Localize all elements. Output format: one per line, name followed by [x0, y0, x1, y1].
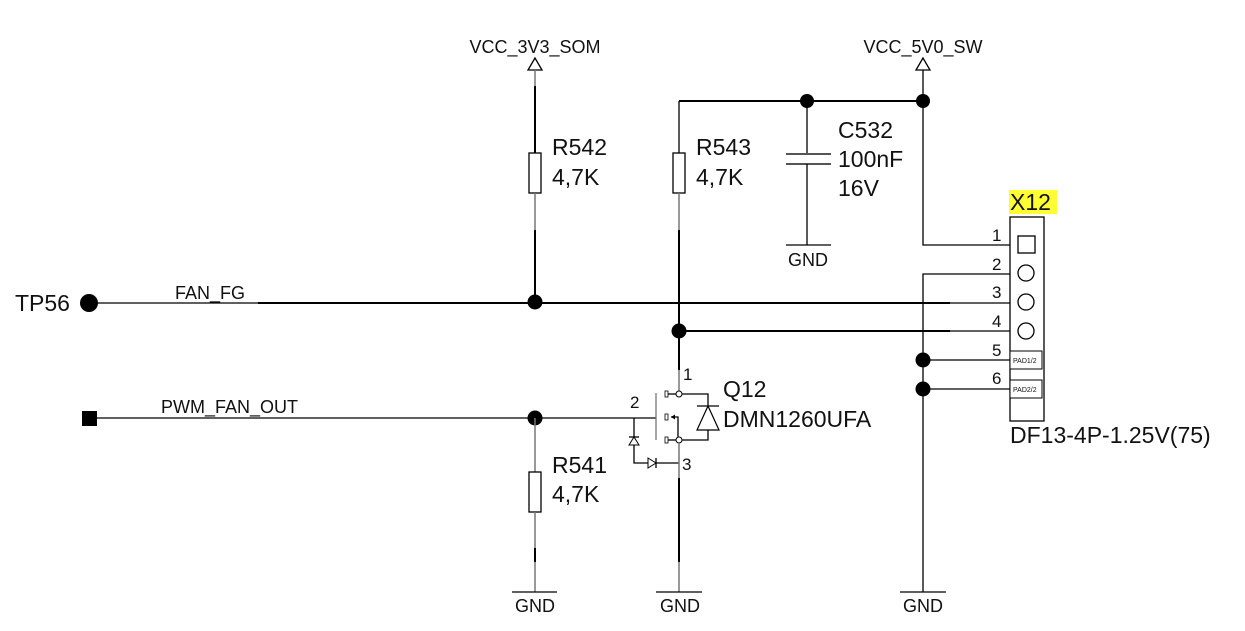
- vcc-5v0-power-symbol: VCC_5V0_SW: [863, 37, 983, 101]
- pin-square-icon: [1017, 235, 1036, 254]
- power-arrow-icon: [526, 56, 544, 71]
- resistor-r543[interactable]: R543 4,7K: [672, 101, 751, 370]
- resistor-r541[interactable]: GND R541 4,7K: [512, 418, 607, 616]
- vcc-3v3-power-symbol: VCC_3V3_SOM: [469, 37, 601, 86]
- junction-dot: [915, 381, 931, 397]
- connector-x12[interactable]: X12 PAD1/2 PAD2/2 1 2 3 4 5 6 DF13-4P-1.…: [992, 189, 1211, 448]
- x12-part: DF13-4P-1.25V(75): [1010, 422, 1211, 448]
- pin2-gnd-wire: [922, 273, 1010, 592]
- diode-icon: [696, 404, 720, 431]
- x12-ref: X12: [1010, 189, 1051, 215]
- pad1-label: PAD1/2: [1013, 358, 1037, 365]
- fan-fg-net-label: FAN_FG: [175, 283, 245, 304]
- mosfet-q12[interactable]: 1 2 3 GND Q12 DMN1260UFA: [628, 365, 872, 616]
- junction-dot: [527, 294, 543, 310]
- gnd-label: GND: [903, 596, 943, 616]
- diode-icon: [628, 436, 640, 446]
- pin-circle-icon: [1017, 264, 1035, 282]
- vcc-3v3-label: VCC_3V3_SOM: [469, 37, 600, 58]
- x12-pin1-label: 1: [992, 226, 1001, 245]
- c532-voltage: 16V: [838, 175, 880, 201]
- gnd-label: GND: [515, 596, 555, 616]
- junction-dot: [671, 323, 687, 339]
- x12-pin6-label: 6: [992, 369, 1001, 388]
- q12-pin2-label: 2: [630, 393, 639, 412]
- q12-ref: Q12: [723, 376, 766, 402]
- pwm-net-label: PWM_FAN_OUT: [161, 397, 298, 418]
- tp56-label: TP56: [15, 290, 70, 316]
- r542-value: 4,7K: [552, 164, 600, 190]
- pin1-wire: [922, 101, 1010, 246]
- pin-circle-icon: [1017, 293, 1035, 311]
- x12-pin2-label: 2: [992, 255, 1001, 274]
- resistor-body-icon: [528, 471, 542, 513]
- r541-ref: R541: [552, 452, 607, 478]
- junction-dot: [915, 352, 931, 368]
- q12-part: DMN1260UFA: [723, 406, 872, 432]
- resistor-body-icon: [672, 152, 686, 194]
- gnd-label: GND: [660, 596, 700, 616]
- r543-ref: R543: [696, 134, 751, 160]
- c532-ref: C532: [838, 117, 893, 143]
- pin-circle-icon: [1017, 322, 1035, 340]
- capacitor-c532[interactable]: GND C532 100nF 16V: [786, 101, 903, 270]
- x12-pin3-label: 3: [992, 283, 1001, 302]
- x12-pin5-label: 5: [992, 341, 1001, 360]
- q12-pin1-label: 1: [683, 365, 692, 384]
- resistor-body-icon: [528, 152, 542, 194]
- x12-pin4-label: 4: [992, 312, 1001, 331]
- gnd-label: GND: [788, 250, 828, 270]
- r542-ref: R542: [552, 134, 607, 160]
- diode-icon: [647, 457, 657, 469]
- c532-value: 100nF: [838, 146, 903, 172]
- test-point-tp56[interactable]: TP56: [15, 290, 98, 316]
- pad2-label: PAD2/2: [1013, 387, 1037, 394]
- resistor-r542[interactable]: R542 4,7K: [528, 86, 607, 302]
- port-square-icon[interactable]: [82, 411, 97, 426]
- r541-value: 4,7K: [552, 481, 600, 507]
- q12-pin3-label: 3: [682, 455, 691, 474]
- r543-value: 4,7K: [696, 164, 744, 190]
- vcc-5v0-label: VCC_5V0_SW: [863, 37, 982, 58]
- x12-highlight: [1009, 190, 1057, 214]
- power-arrow-icon: [914, 56, 932, 71]
